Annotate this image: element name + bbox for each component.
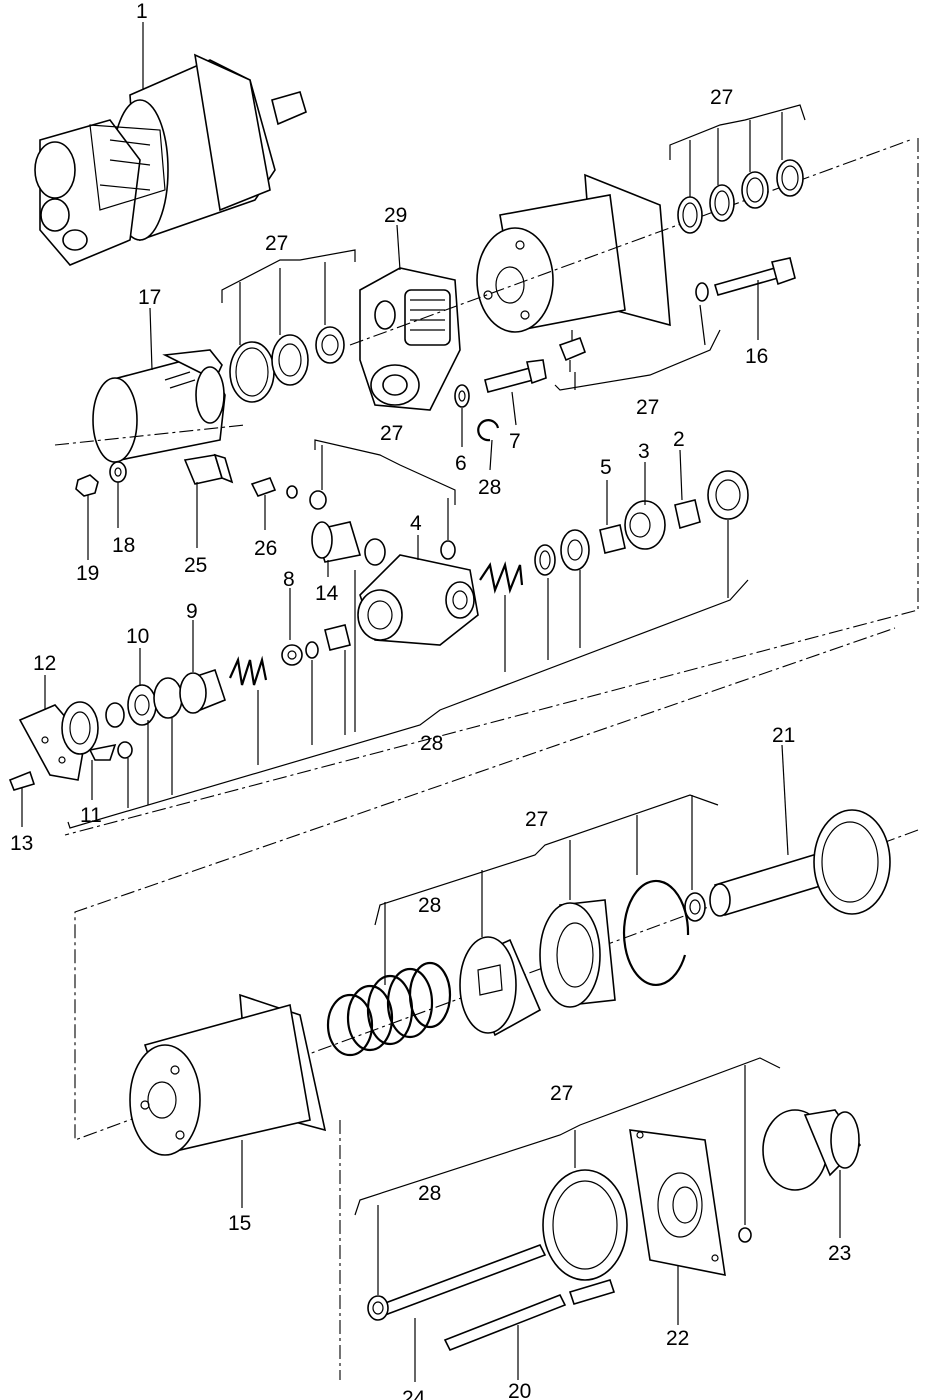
part-14-sleeve — [309, 490, 456, 566]
leader-lines — [21, 22, 841, 1382]
callout-1: 1 — [136, 0, 148, 23]
callout-9: 9 — [186, 600, 198, 623]
callout-28-chain: 28 — [420, 732, 443, 755]
callout-29: 29 — [384, 204, 407, 227]
callout-3: 3 — [638, 440, 650, 463]
part-26-screw — [250, 477, 298, 499]
part-25-bracket — [183, 453, 234, 485]
callout-4: 4 — [410, 512, 422, 535]
callout-16: 16 — [745, 345, 768, 368]
callout-25: 25 — [184, 554, 207, 577]
bleed-screw — [558, 330, 587, 372]
callout-17: 17 — [138, 286, 161, 309]
part-28-circlip — [477, 419, 500, 442]
push-rod-seal — [684, 892, 706, 922]
callout-22: 22 — [666, 1327, 689, 1350]
middle-valve-parts — [479, 470, 749, 594]
callout-7: 7 — [509, 430, 521, 453]
part-24-rod — [367, 1243, 547, 1321]
callout-12: 12 — [33, 652, 56, 675]
callout-18: 18 — [112, 534, 135, 557]
part-1-servo-unit — [34, 53, 307, 266]
part-9-piston — [179, 668, 226, 714]
callout-24: 24 — [402, 1387, 426, 1400]
part-17-valve-housing — [54, 349, 246, 463]
callout-15: 15 — [228, 1212, 251, 1235]
assembly-outline — [64, 138, 919, 1380]
callout-5: 5 — [600, 456, 612, 479]
callout-27-upper-right: 27 — [710, 86, 733, 109]
upper-cylinder — [349, 139, 911, 346]
part-8-spring — [228, 624, 351, 686]
callout-10: 10 — [126, 625, 149, 648]
part-11-diaphragm — [61, 701, 117, 761]
main-spring — [326, 961, 452, 1057]
small-plug — [738, 1227, 752, 1243]
callout-2: 2 — [673, 428, 685, 451]
part-15-cylinder — [129, 993, 327, 1156]
part-23-boot — [762, 1109, 862, 1191]
callout-28-lower-assembly: 28 — [418, 894, 441, 917]
part-21-push-rod — [709, 809, 891, 917]
upper-seal-rings — [677, 159, 804, 234]
part-16-bolt — [695, 257, 796, 302]
piston-cup — [539, 899, 616, 1008]
callout-27-bottom: 27 — [550, 1082, 573, 1105]
part-18-washer — [109, 461, 127, 483]
callout-8: 8 — [283, 568, 295, 591]
part-19-nut — [75, 474, 99, 497]
callout-28-circlip: 28 — [478, 476, 501, 499]
callout-26: 26 — [254, 537, 277, 560]
callout-20: 20 — [508, 1380, 531, 1400]
callout-27-left-upper: 27 — [265, 232, 288, 255]
lower-seal — [542, 1169, 628, 1281]
callout-11: 11 — [80, 804, 102, 827]
callout-21: 21 — [772, 724, 795, 747]
callout-14: 14 — [315, 582, 339, 605]
part-20-pin — [443, 1279, 616, 1352]
large-circlip — [622, 879, 690, 987]
left-upper-seals — [229, 326, 345, 403]
callout-19: 19 — [76, 562, 99, 585]
callout-28-bottom: 28 — [418, 1182, 441, 1205]
part-6-washer — [454, 384, 470, 408]
part-13-screw — [8, 770, 36, 791]
callout-27-lower-upper: 27 — [636, 396, 659, 419]
part-22-end-plate — [629, 1129, 726, 1277]
callout-labels: 1 2 3 4 5 6 7 8 9 10 11 12 13 14 15 16 1… — [10, 0, 851, 1400]
piston-disc — [459, 936, 542, 1037]
callout-6: 6 — [455, 452, 467, 475]
callout-23: 23 — [828, 1242, 851, 1265]
part-7-screw — [484, 359, 547, 393]
part-29-valve-body — [359, 267, 461, 411]
part-4-valve-body — [357, 554, 479, 646]
callout-27-middle: 27 — [380, 422, 403, 445]
part-10-valve-seat — [105, 677, 183, 759]
callout-13: 13 — [10, 832, 33, 855]
callout-27-lower-assembly: 27 — [525, 808, 548, 831]
